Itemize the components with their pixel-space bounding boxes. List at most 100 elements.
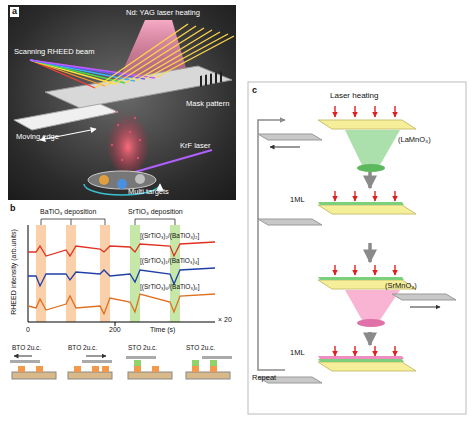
orange-curve <box>28 294 215 314</box>
illustration-part <box>215 72 217 83</box>
illustration-part <box>200 76 202 87</box>
motion-arrow <box>410 307 440 308</box>
illustration-part <box>186 356 232 379</box>
part-name: Moving edge <box>16 133 59 141</box>
mask-pattern <box>200 71 222 87</box>
band-brackets <box>41 219 175 225</box>
plume-particles <box>111 111 141 161</box>
material-label: (SrMnO₃) <box>385 282 417 290</box>
illustration-part <box>30 60 155 78</box>
grown-layer <box>318 202 404 205</box>
illustration-part <box>95 24 188 88</box>
illustration-part <box>205 75 207 86</box>
illustration-part <box>10 360 40 363</box>
illustration-part <box>152 366 159 372</box>
illustration-part <box>210 366 217 372</box>
illustration-part <box>374 106 375 117</box>
illustration-part <box>111 144 113 146</box>
target <box>357 319 385 327</box>
illustration-part <box>129 131 131 133</box>
panel-frame <box>248 82 466 414</box>
series-label: [(SrTiO₃)₁/(BaTiO₃)₄] <box>140 257 199 264</box>
illustration-part <box>10 356 56 379</box>
illustration-part <box>374 191 375 201</box>
illustration-part <box>394 191 395 201</box>
grown-layer <box>318 277 404 280</box>
edge-label: Repeat <box>252 374 276 382</box>
illustration-part <box>36 366 43 372</box>
substrate <box>318 205 416 214</box>
illustration-part <box>145 34 228 79</box>
apparatus-illustration <box>8 5 236 200</box>
illustration-part <box>135 219 175 225</box>
annotation: SrTiO₃ deposition <box>128 208 183 216</box>
illustration-part <box>334 346 335 356</box>
illustration-part <box>125 30 212 83</box>
illustration-part <box>155 36 234 78</box>
flow-arrow <box>368 243 372 262</box>
target-carousel <box>88 171 156 189</box>
panel-background <box>8 5 236 200</box>
growth-schematics <box>10 356 232 379</box>
tick-label: 0 <box>26 326 30 334</box>
substrate <box>318 120 416 129</box>
illustration-part <box>121 159 123 161</box>
illustration-part <box>334 191 335 201</box>
flow-arrow <box>368 332 372 345</box>
illustration-part <box>374 346 375 356</box>
illustration-part <box>74 366 81 372</box>
illustration-part <box>139 139 141 141</box>
red-curve <box>28 242 215 256</box>
illustration-part <box>354 106 355 117</box>
process-step: 1ML <box>285 188 455 243</box>
illustration-part <box>126 356 156 359</box>
illustration-part <box>202 356 232 359</box>
illustration-part <box>68 356 112 379</box>
illustration-part <box>134 117 136 119</box>
part-name: KrF laser <box>180 142 210 150</box>
process-step: Laser heating(LaMnO₃) <box>285 92 455 172</box>
part-name: Multi targets <box>128 188 169 196</box>
x-axis <box>28 322 215 323</box>
illustration-part <box>210 73 212 84</box>
illustration-part <box>210 360 217 366</box>
illustration-part <box>334 265 335 275</box>
scale-note: × 20 <box>218 316 232 324</box>
ablation-plume <box>106 106 150 174</box>
illustration-part <box>92 366 99 372</box>
illustration-part <box>105 26 196 86</box>
illustration-part <box>102 366 109 372</box>
target-disk <box>117 179 127 189</box>
step-label: BTO 2u.c. <box>68 344 97 351</box>
grown-layer <box>318 356 404 359</box>
mask-plate <box>258 219 322 225</box>
illustration-part <box>125 149 127 151</box>
repeat-loop-arrow <box>258 120 285 370</box>
illustration-part <box>220 71 222 82</box>
tick <box>115 322 116 326</box>
illustration-part <box>137 157 139 159</box>
step-label: BTO 2u.c. <box>12 344 41 351</box>
flow-arrow <box>368 172 372 188</box>
illustration-part <box>394 346 395 356</box>
illustration-part <box>135 32 220 81</box>
illustration-part <box>86 356 106 357</box>
part-name: Nd: YAG laser heating <box>126 9 200 17</box>
process-step: (SrMnO₃) <box>285 262 455 332</box>
panel-letter: c <box>252 86 257 96</box>
illustration-part <box>115 111 117 113</box>
illustration-part <box>186 372 230 379</box>
part-name: Scanning RHEED beam <box>14 48 94 56</box>
plume <box>345 290 400 320</box>
grown-layer <box>318 359 404 362</box>
substrate <box>318 362 416 371</box>
series-label: [(SrTiO₃)₆/(BaTiO₃)₆] <box>140 283 200 290</box>
illustration-part <box>394 265 395 275</box>
target-disk <box>135 174 145 184</box>
illustration-part <box>12 372 56 379</box>
illustration-part <box>68 372 112 379</box>
tick-label: 200 <box>109 326 121 334</box>
rheed-chart <box>28 219 215 326</box>
annotation: BaTiO₃ deposition <box>40 208 96 216</box>
illustration-part <box>82 360 112 363</box>
